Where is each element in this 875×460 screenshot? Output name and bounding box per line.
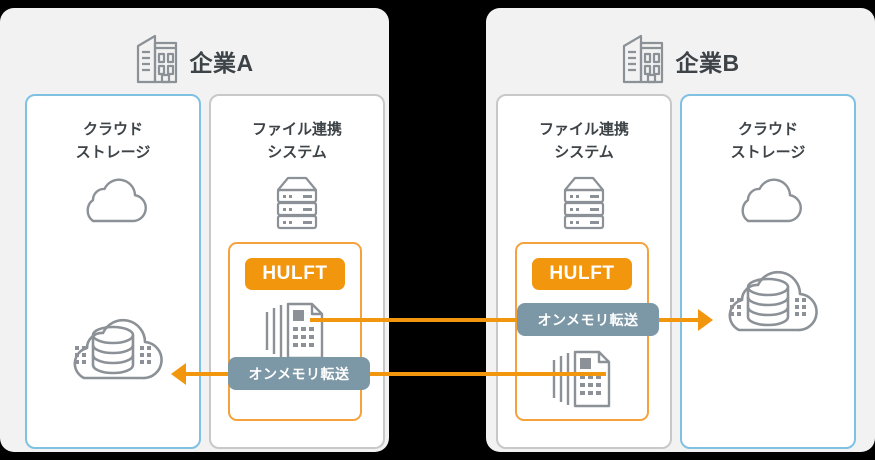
flow-line-a-to-b — [310, 318, 700, 322]
cloud-icon — [728, 174, 808, 231]
document-transfer-icon — [263, 300, 327, 367]
document-transfer-icon — [550, 348, 614, 415]
hulft-container-a: HULFT — [228, 242, 362, 421]
card-title: クラウド ストレージ — [75, 121, 151, 162]
flow-arrowhead-left — [171, 363, 186, 385]
card-title: ファイル連携 システム — [538, 121, 629, 162]
card-cloud-storage-b: クラウド ストレージ — [680, 94, 856, 449]
flow-label-b-to-a: オンメモリ転送 — [228, 357, 370, 390]
card-cloud-storage-a: クラウド ストレージ — [25, 94, 201, 449]
cloud-database-icon — [713, 256, 823, 343]
card-file-linkage-b: ファイル連携 システム — [496, 94, 672, 449]
panel-enterprise-b: 企業B ファイル連携 システム — [486, 8, 875, 452]
flow-label-a-to-b: オンメモリ転送 — [517, 303, 659, 336]
panel-header-a: 企業A — [0, 30, 389, 92]
page-title: 企業A — [189, 50, 254, 76]
cloud-database-icon — [58, 304, 168, 391]
card-title: クラウド ストレージ — [730, 121, 806, 162]
flow-line-b-to-a — [186, 372, 606, 376]
server-rack-icon — [557, 174, 611, 235]
hulft-badge: HULFT — [532, 258, 632, 290]
building-icon — [621, 33, 665, 90]
card-file-linkage-a: ファイル連携 システム — [209, 94, 385, 449]
cloud-icon — [73, 174, 153, 231]
card-title: ファイル連携 システム — [251, 121, 342, 162]
server-rack-icon — [270, 174, 324, 235]
building-icon — [135, 33, 179, 90]
hulft-badge: HULFT — [245, 258, 345, 290]
page-title: 企業B — [675, 50, 740, 76]
panel-header-b: 企業B — [486, 30, 875, 92]
flow-arrowhead-right — [698, 309, 713, 331]
panel-enterprise-a: 企業A クラウド ストレージ — [0, 8, 389, 452]
